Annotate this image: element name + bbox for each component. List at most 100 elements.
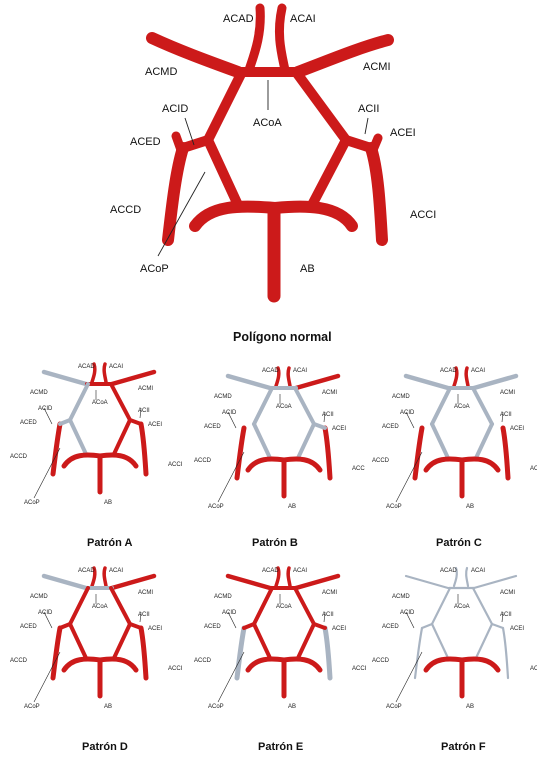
- label-acad: ACAD: [262, 568, 279, 574]
- vessels: [152, 8, 388, 296]
- label-acmi: ACMI: [322, 590, 337, 596]
- label-ab: AB: [466, 504, 474, 510]
- vessel-ra1: [473, 388, 492, 424]
- vessel-acai: [466, 568, 468, 586]
- vessel-lica: [237, 428, 244, 478]
- vessel-ricat: [130, 624, 141, 628]
- vessel-lica: [415, 428, 422, 478]
- vessel-ra1: [295, 388, 314, 424]
- label-acid: ACID: [400, 410, 415, 416]
- vessel-licat: [60, 420, 70, 424]
- label-acci: ACCI: [168, 666, 183, 672]
- label-acop: ACoP: [24, 704, 40, 710]
- label-acai: ACAI: [471, 368, 485, 374]
- vessel-rpc: [476, 624, 492, 658]
- vessel-ricat: [130, 420, 141, 424]
- leader-line: [34, 448, 60, 498]
- label-acii: ACII: [322, 412, 334, 418]
- vessel-ricat: [314, 424, 325, 428]
- pattern-title: Patrón C: [436, 537, 482, 549]
- vessel-rpc: [298, 624, 314, 658]
- label-acci: ACCI: [530, 466, 537, 472]
- label-acid: ACID: [162, 103, 188, 115]
- label-aced: ACED: [204, 424, 221, 430]
- vessel-ra1: [295, 588, 314, 624]
- label-acmi: ACMI: [500, 390, 515, 396]
- label-accd: ACCD: [194, 658, 212, 664]
- vessel-rica: [325, 628, 330, 678]
- vessel-licat: [244, 624, 254, 628]
- label-acoa: ACoA: [276, 404, 292, 410]
- label-acei: ACEI: [332, 626, 346, 632]
- label-ab: AB: [104, 704, 112, 710]
- left-ica: [168, 148, 183, 240]
- vessel-acmd: [228, 576, 270, 588]
- vessel-la1: [254, 588, 272, 624]
- label-acop: ACoP: [208, 504, 224, 510]
- vessel-lpc: [70, 624, 86, 658]
- label-ab: AB: [104, 500, 112, 506]
- label-acai: ACAI: [293, 568, 307, 574]
- label-acid: ACID: [400, 610, 415, 616]
- pattern-title: Patrón A: [87, 537, 132, 549]
- vessel-acmd: [228, 376, 270, 388]
- vessel-la1: [70, 384, 88, 420]
- vessel-lica: [53, 628, 60, 678]
- label-acmi: ACMI: [138, 590, 153, 596]
- label-acii: ACII: [322, 612, 334, 618]
- vessel-acai: [288, 368, 290, 386]
- vessel-ricat: [492, 624, 503, 628]
- label-acei: ACEI: [332, 426, 346, 432]
- label-acmi: ACMI: [500, 590, 515, 596]
- vessel-la1: [432, 588, 450, 624]
- pattern-vessels: [228, 568, 338, 696]
- vessel-licat: [422, 624, 432, 628]
- pattern-vessels: [228, 368, 338, 496]
- vessel-licat: [60, 624, 70, 628]
- label-acmd: ACMD: [30, 390, 48, 396]
- left-ica-top: [183, 140, 208, 148]
- pattern-vessels: [44, 364, 154, 492]
- label-acmd: ACMD: [214, 394, 232, 400]
- main-title: Polígono normal: [233, 330, 332, 344]
- vessel-acmi: [474, 376, 516, 388]
- label-acid: ACID: [222, 610, 237, 616]
- acai-vessel: [279, 8, 285, 70]
- vessel-lpc: [70, 420, 86, 454]
- label-accd: ACCD: [10, 454, 28, 460]
- vessel-acmd: [44, 576, 86, 588]
- vessel-lpc: [254, 624, 270, 658]
- vessel-la1: [432, 388, 450, 424]
- label-aced: ACED: [130, 136, 161, 148]
- label-acop: ACoP: [208, 704, 224, 710]
- right-aca-a1: [296, 72, 346, 140]
- label-acii: ACII: [138, 612, 150, 618]
- label-aced: ACED: [382, 624, 399, 630]
- label-accd: ACCD: [194, 458, 212, 464]
- leader-line: [396, 452, 422, 502]
- vessel-rpc: [476, 424, 492, 458]
- vessel-ra1: [111, 588, 130, 624]
- vessel-ra1: [111, 384, 130, 420]
- label-acai: ACAI: [109, 568, 123, 574]
- vessel-lica: [237, 628, 244, 678]
- leader-line: [34, 652, 60, 702]
- label-acad: ACAD: [78, 568, 95, 574]
- vessel-acmi: [112, 372, 154, 384]
- label-acmd: ACMD: [214, 594, 232, 600]
- vessel-lpc: [254, 424, 270, 458]
- pattern-panel: ACADACAIACMDACMIACIDACIIACoAACEDACEIACCD…: [194, 368, 365, 510]
- label-acei: ACEI: [148, 626, 162, 632]
- patterns-grid: ACAD ACAI ACMD ACMI ACID ACII ACoA ACED ACEI ACCD…: [10, 364, 537, 753]
- label-acad: ACAD: [78, 364, 95, 370]
- label-acmi: ACMI: [138, 386, 153, 392]
- vessel-acmd: [406, 576, 448, 588]
- vessel-rpc: [114, 624, 130, 658]
- left-aca-a1: [208, 72, 242, 140]
- label-acop: ACoP: [386, 504, 402, 510]
- label-acii: ACII: [358, 103, 379, 115]
- label-acoa: ACoA: [253, 117, 282, 129]
- label-accd: ACCD: [110, 204, 141, 216]
